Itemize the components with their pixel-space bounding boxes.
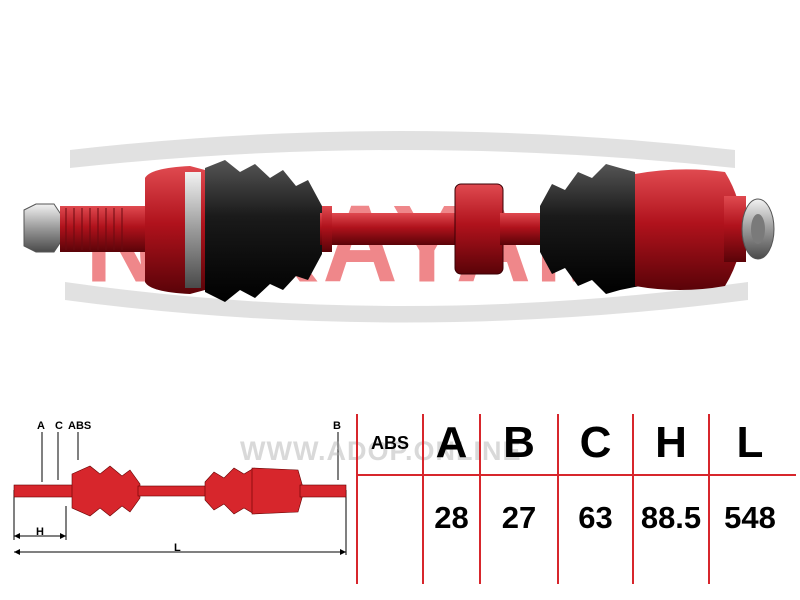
vibration-damper xyxy=(454,183,504,275)
label-c: C xyxy=(55,420,63,432)
label-h: H xyxy=(36,526,44,538)
dimension-arrows xyxy=(14,533,346,555)
table-divider-5 xyxy=(708,414,710,584)
drive-shaft-right xyxy=(500,213,542,245)
inner-stub-neck xyxy=(724,196,746,262)
spline-lines xyxy=(65,208,123,250)
watermark-arc-bottom xyxy=(65,282,748,323)
watermark-arc-top xyxy=(70,131,735,168)
value-l: 548 xyxy=(724,500,776,535)
inner-cv-housing xyxy=(635,169,742,290)
table-divider-2 xyxy=(479,414,481,584)
abs-ring xyxy=(185,172,201,288)
inner-boot xyxy=(540,164,640,294)
left-spline-stub xyxy=(60,206,150,252)
diagram-axle xyxy=(13,465,347,517)
product-photo: NAKAYAMA xyxy=(23,131,775,323)
table-divider-0 xyxy=(356,414,358,584)
table-divider-4 xyxy=(632,414,634,584)
right-stub-center xyxy=(751,214,765,244)
header-abs: ABS xyxy=(370,433,409,453)
outer-boot xyxy=(205,160,322,302)
header-b: B xyxy=(503,418,535,467)
left-hub-nut xyxy=(23,203,63,253)
label-a: A xyxy=(37,420,45,432)
label-b: B xyxy=(333,420,341,432)
header-a: A xyxy=(435,418,468,467)
value-c: 63 xyxy=(578,500,613,535)
value-b: 27 xyxy=(501,500,537,535)
label-abs: ABS xyxy=(68,420,91,432)
site-watermark: WWW.ADOP.ONLINE xyxy=(240,436,522,466)
table-divider-3 xyxy=(557,414,559,584)
table-divider-1 xyxy=(422,414,424,584)
value-h: 88.5 xyxy=(640,500,702,535)
dimension-diagram: A C ABS B H L xyxy=(13,420,347,555)
value-abs xyxy=(358,494,422,542)
header-h: H xyxy=(655,418,687,467)
shaft-clamp-left xyxy=(322,206,332,252)
header-l: L xyxy=(736,418,764,467)
label-l: L xyxy=(174,542,181,554)
dimension-leaders xyxy=(13,432,347,555)
table-divider-horizontal xyxy=(356,474,796,476)
drive-shaft xyxy=(320,213,460,245)
spec-table: ABS A B C H L 28 27 63 88.5 548 xyxy=(356,414,796,584)
header-c: C xyxy=(579,418,612,467)
value-a: 28 xyxy=(434,500,469,535)
